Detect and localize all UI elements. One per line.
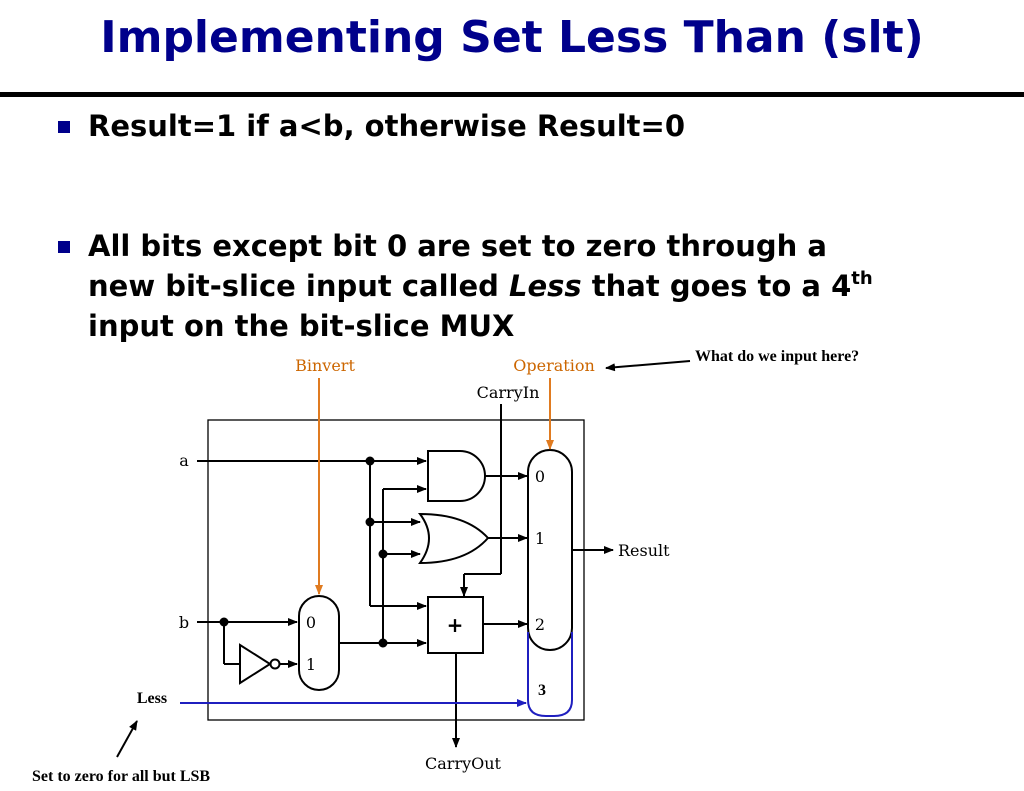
- bullet-2-line-3: input on the bit-slice MUX: [88, 309, 515, 343]
- ordinal-suffix: th: [851, 268, 873, 289]
- bullet-2-line-2-pre: new bit-slice input called: [88, 269, 510, 303]
- result-label: Result: [618, 541, 670, 560]
- what-input-annotation: What do we input here?: [695, 348, 859, 365]
- bullet-2-text: All bits except bit 0 are set to zero th…: [88, 226, 873, 346]
- adder-box: [427, 596, 484, 654]
- bullet-marker-1: [58, 121, 70, 133]
- mux-input-0-label: 0: [535, 467, 545, 486]
- binvert-mux-1-label: 1: [306, 655, 316, 674]
- junction-bsel-or: [378, 549, 388, 559]
- and-gate: [427, 450, 486, 502]
- mux-input-3-label: 3: [538, 682, 546, 699]
- junction-a: [365, 456, 375, 466]
- input-b-label: b: [179, 613, 189, 632]
- junction-bsel: [378, 638, 388, 648]
- binvert-label: Binvert: [295, 356, 355, 375]
- slide-title: Implementing Set Less Than (slt): [100, 12, 924, 63]
- title-divider: [0, 92, 1024, 97]
- less-emphasis: Less: [509, 269, 582, 303]
- bullet-2-line-2-post: that goes to a 4: [581, 269, 852, 303]
- or-gate: [418, 512, 490, 565]
- result-mux: [527, 449, 573, 651]
- less-label: Less: [137, 690, 167, 707]
- binvert-mux-0-label: 0: [306, 613, 316, 632]
- input-a-label: a: [179, 451, 189, 470]
- inverter-bubble: [269, 658, 281, 670]
- junction-a-or: [365, 517, 375, 527]
- mux-input-1-label: 1: [535, 529, 545, 548]
- carryin-label: CarryIn: [477, 383, 540, 402]
- carryout-label: CarryOut: [425, 754, 502, 773]
- operation-label: Operation: [513, 356, 595, 375]
- bullet-2-line-1: All bits except bit 0 are set to zero th…: [88, 229, 827, 263]
- set-zero-annotation: Set to zero for all but LSB: [32, 768, 210, 785]
- bullet-marker-2: [58, 241, 70, 253]
- binvert-mux: [298, 595, 340, 691]
- mux-input-2-label: 2: [535, 615, 545, 634]
- junction-b: [219, 617, 229, 627]
- adder-symbol: +: [447, 613, 464, 637]
- bullet-2-line-2: new bit-slice input called Less that goe…: [88, 266, 873, 306]
- bullet-1-text: Result=1 if a<b, otherwise Result=0: [88, 109, 686, 143]
- inverter: [239, 643, 272, 685]
- slice-boundary: [207, 419, 585, 721]
- mux-input-3-extension: [527, 632, 573, 717]
